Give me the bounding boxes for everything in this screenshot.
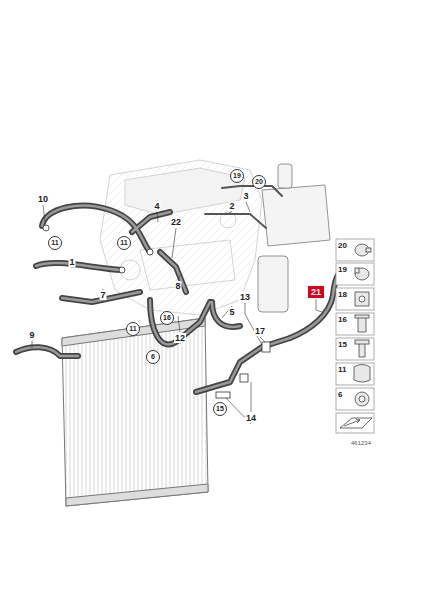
callout-number: 17: [254, 326, 266, 336]
callout-number: 7: [99, 290, 106, 300]
callout-number: 2: [228, 201, 235, 211]
legend-part-number: 11: [338, 365, 346, 375]
circled-callout: 16: [160, 311, 174, 325]
legend-part-number: 18: [338, 290, 347, 300]
circled-callout: 11: [126, 322, 140, 336]
callout-number: 14: [245, 413, 257, 423]
circled-callout: 15: [213, 402, 227, 416]
callout-number: 22: [170, 217, 182, 227]
callout-number: 4: [153, 201, 160, 211]
callout-number: 12: [174, 333, 186, 343]
circled-callout: 20: [252, 175, 266, 189]
callout-number: 1: [68, 257, 75, 267]
callout-number: 5: [228, 307, 235, 317]
legend-part-number: 19: [338, 265, 347, 275]
callout-number: 3: [242, 191, 249, 201]
diagram-id: 461234: [351, 438, 371, 448]
callout-number: 8: [174, 281, 181, 291]
callout-number: 10: [37, 194, 49, 204]
legend-part-number: 20: [338, 241, 347, 251]
legend-part-number: 15: [338, 340, 347, 350]
highlighted-callout: 21: [308, 286, 324, 298]
legend-part-number: 6: [338, 390, 342, 400]
circled-callout: 11: [117, 236, 131, 250]
legend-part-number: 16: [338, 315, 347, 325]
circled-callout: 11: [48, 236, 62, 250]
circled-callout: 19: [230, 169, 244, 183]
callout-number: 9: [28, 330, 35, 340]
circled-callout: 6: [146, 350, 160, 364]
callout-number: 13: [239, 292, 251, 302]
